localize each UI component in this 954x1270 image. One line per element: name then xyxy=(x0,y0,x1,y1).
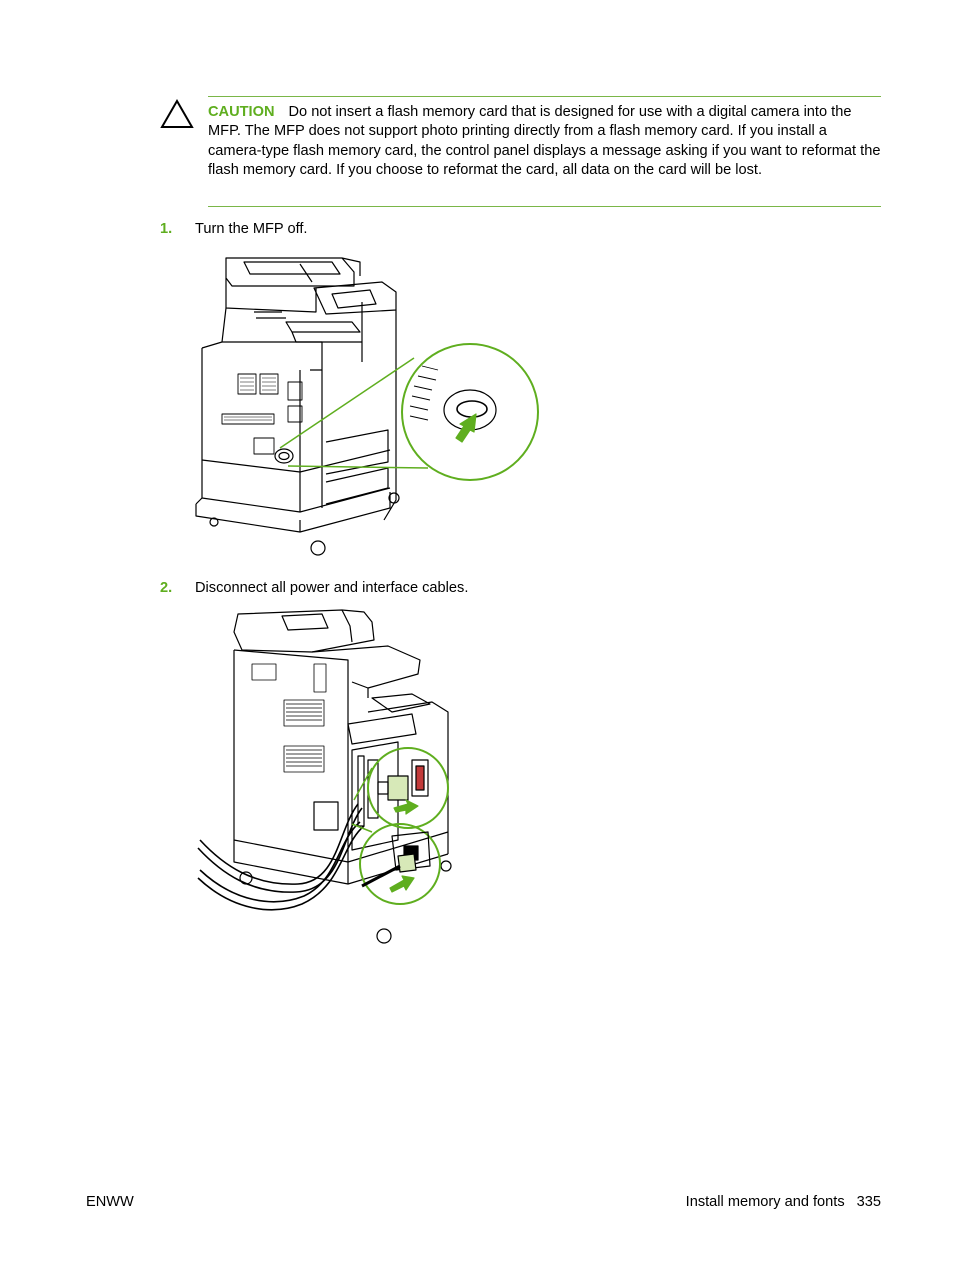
caution-message: Do not insert a flash memory card that i… xyxy=(208,104,881,179)
footer-section-title: Install memory and fonts xyxy=(685,1194,845,1210)
step-text: Turn the MFP off. xyxy=(195,221,308,237)
page-number: 335 xyxy=(856,1194,881,1210)
mfp-power-off-illustration xyxy=(192,252,542,564)
mfp-disconnect-cables-illustration xyxy=(192,604,457,949)
step-text: Disconnect all power and interface cable… xyxy=(195,580,469,596)
footer-right: Install memory and fonts 335 xyxy=(686,1194,881,1210)
step-number: 1. xyxy=(160,221,173,237)
footer-left: ENWW xyxy=(86,1194,134,1210)
caution-top-rule xyxy=(208,96,881,97)
step-number: 2. xyxy=(160,580,173,596)
caution-label: CAUTION xyxy=(208,104,275,120)
warning-triangle-icon xyxy=(160,99,194,128)
caution-bottom-rule xyxy=(208,206,881,207)
